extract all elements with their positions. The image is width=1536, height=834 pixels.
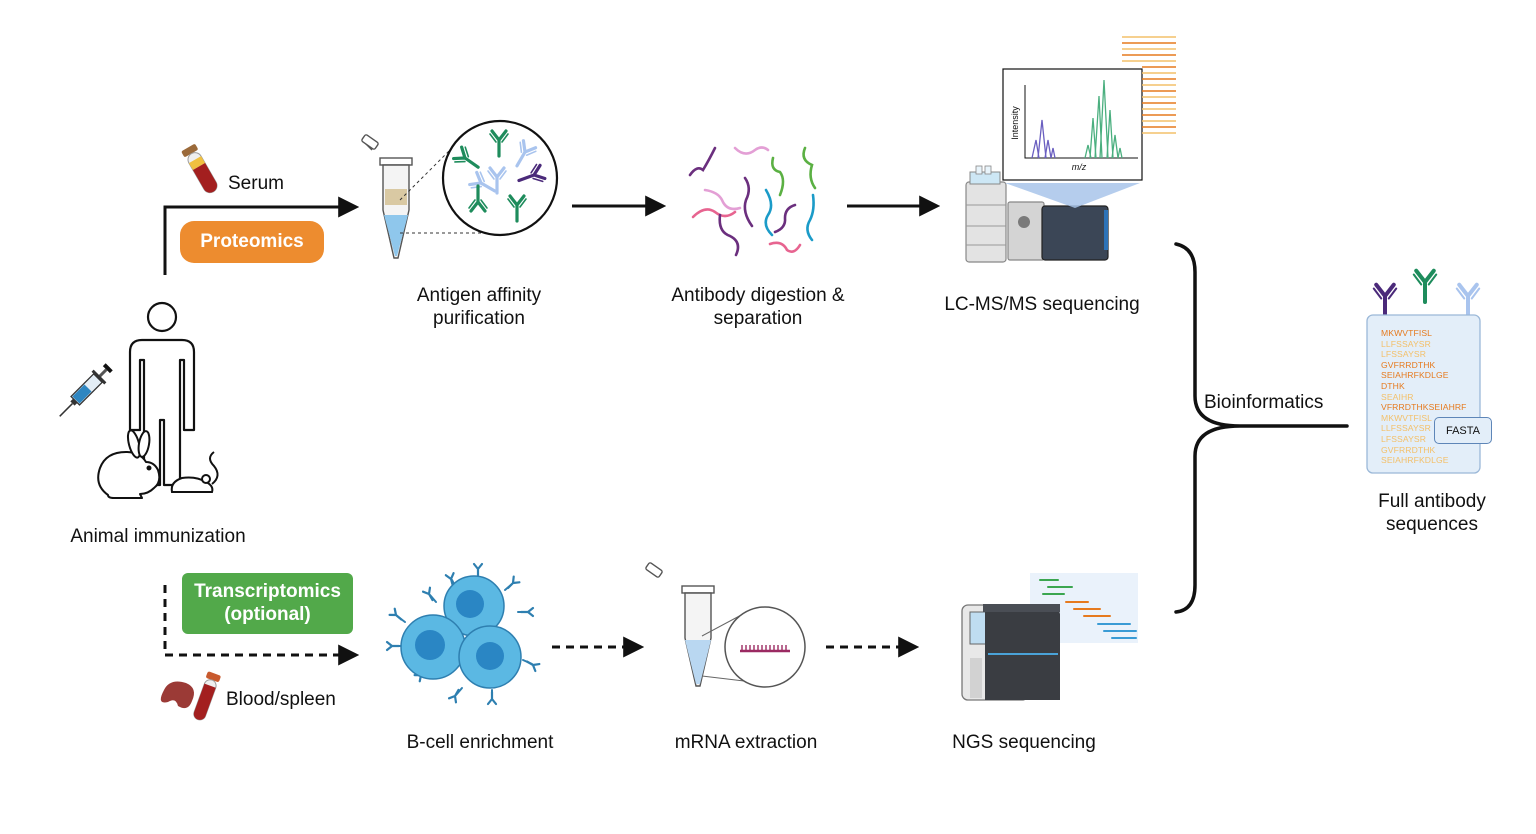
peptide-fragments-icon bbox=[688, 146, 817, 257]
full-antibody-line-2: sequences bbox=[1386, 514, 1478, 535]
sequence-line: MKWVTFISL bbox=[1381, 328, 1433, 338]
bcell-label: B-cell enrichment bbox=[406, 732, 554, 753]
eppendorf-tube-icon bbox=[361, 134, 413, 259]
mouse-icon bbox=[170, 451, 219, 493]
blood-spleen-label: Blood/spleen bbox=[226, 689, 336, 710]
spectrum-x-label: m/z bbox=[1071, 162, 1087, 172]
mrna-zoom-line-bottom bbox=[701, 675, 745, 682]
serum-tube-icon bbox=[181, 144, 218, 194]
mrna-zoom-circle bbox=[724, 606, 806, 688]
sequence-line: LFSSAYSR bbox=[1381, 349, 1427, 360]
sequence-line: VFRRDTHKSEIAHRF bbox=[1381, 402, 1467, 413]
sequence-line: SEIAHRFKDLGE bbox=[1381, 455, 1449, 466]
digestion-line-2: separation bbox=[713, 308, 803, 329]
sequence-line: LLFSSAYSR bbox=[1381, 338, 1431, 349]
fasta-sequence-list: MKWVTFISL LLFSSAYSR LFSSAYSR GVFRRDTHK S… bbox=[1381, 328, 1476, 466]
ms-peak-list bbox=[1122, 36, 1176, 134]
transcriptomics-badge: Transcriptomics (optional) bbox=[182, 573, 353, 634]
spectrum-y-label: Intensity bbox=[1010, 106, 1020, 140]
proteomics-badge: Proteomics bbox=[180, 221, 324, 263]
blood-tube-icon bbox=[193, 671, 221, 721]
ngs-label: NGS sequencing bbox=[952, 732, 1096, 753]
spectrum-projection bbox=[1005, 183, 1140, 208]
digestion-label: Antibody digestion & separation bbox=[646, 284, 870, 330]
full-antibody-label: Full antibody sequences bbox=[1352, 490, 1512, 536]
transcriptomics-label: Transcriptomics bbox=[194, 581, 341, 602]
bioinformatics-label: Bioinformatics bbox=[1204, 392, 1324, 413]
antibody-zoom-circle bbox=[441, 119, 559, 237]
optional-label: (optional) bbox=[224, 604, 311, 625]
mass-spectrum-panel bbox=[1002, 68, 1143, 181]
sequence-line: LFSSAYSR bbox=[1381, 433, 1427, 444]
transcriptomics-flow-arrow bbox=[163, 585, 360, 666]
zoom-line-top bbox=[399, 144, 456, 201]
antigen-affinity-line-1: Antigen affinity bbox=[416, 285, 542, 306]
antigen-affinity-line-2: purification bbox=[433, 308, 525, 329]
sequence-line: SEAIHR bbox=[1381, 391, 1414, 402]
digestion-line-1: Antibody digestion & bbox=[671, 285, 845, 306]
sequence-line: MKWVTFISL bbox=[1381, 412, 1433, 423]
b-cells-icon bbox=[385, 562, 541, 706]
spleen-icon bbox=[160, 681, 194, 709]
bioinformatics-bracket bbox=[1174, 242, 1349, 614]
lc-ms-instrument-icon bbox=[965, 165, 1109, 263]
mrna-tube-icon bbox=[645, 562, 715, 687]
animal-immunization-label: Animal immunization bbox=[70, 526, 246, 547]
top-antibodies-icon bbox=[1371, 268, 1482, 318]
ngs-sequencer-icon bbox=[961, 604, 1060, 701]
sequence-line: GVFRRDTHK bbox=[1381, 444, 1436, 455]
antigen-affinity-label: Antigen affinity purification bbox=[390, 284, 568, 330]
full-antibody-line-1: Full antibody bbox=[1378, 491, 1486, 512]
mrna-label: mRNA extraction bbox=[674, 732, 818, 753]
fasta-tag: FASTA bbox=[1434, 417, 1492, 444]
serum-label: Serum bbox=[228, 173, 284, 194]
sequence-line: SEIAHRFKDLGE bbox=[1381, 370, 1449, 381]
sequence-line: GVFRRDTHK bbox=[1381, 359, 1436, 370]
rabbit-icon bbox=[97, 429, 161, 499]
sequence-line: DTHK bbox=[1381, 380, 1405, 391]
lcms-label: LC-MS/MS sequencing bbox=[944, 294, 1140, 315]
sequence-line: LLFSSAYSR bbox=[1381, 423, 1431, 434]
syringe-icon bbox=[59, 363, 113, 417]
proteomics-flow-arrow bbox=[163, 196, 360, 275]
